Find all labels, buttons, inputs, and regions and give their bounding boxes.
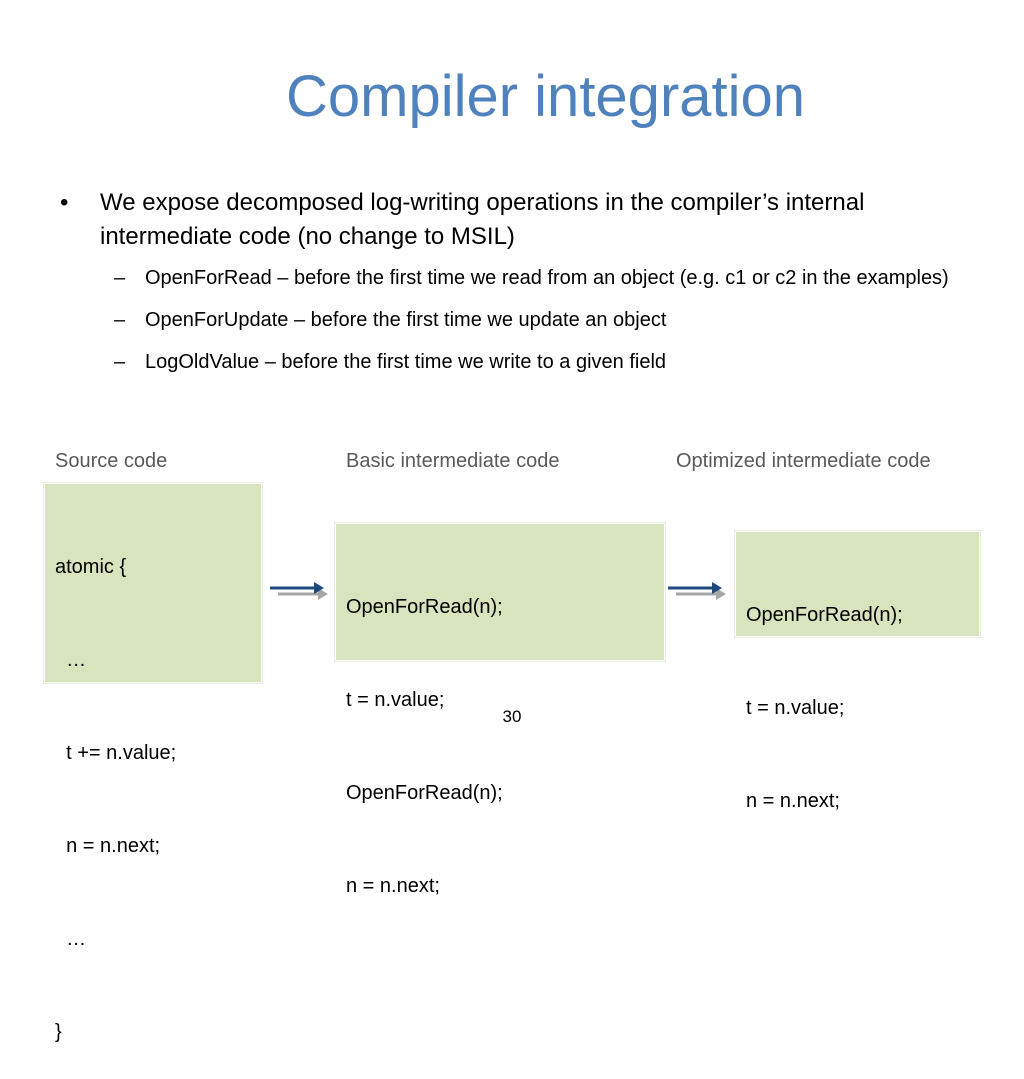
code-line: n = n.next; <box>346 875 440 897</box>
code-line: t = n.value; <box>746 697 845 719</box>
code-line: … <box>55 928 87 950</box>
code-line: … <box>55 649 87 671</box>
code-line: OpenForRead(n); <box>346 596 503 618</box>
arrow-back-head <box>318 588 328 600</box>
code-line: n = n.next; <box>746 790 840 812</box>
arrow-right-icon <box>270 582 328 600</box>
sub-bullet-text: OpenForUpdate – before the first time we… <box>145 309 667 331</box>
slide-title: Compiler integration <box>286 64 806 129</box>
code-line: n = n.next; <box>55 835 161 857</box>
basic-intermediate-code-label: Basic intermediate code <box>346 450 560 472</box>
arrow-back-head <box>716 588 726 600</box>
code-line: atomic { <box>55 556 127 578</box>
optimized-intermediate-code-box: OpenForRead(n); t = n.value; n = n.next; <box>735 531 980 812</box>
arrow-right-icon <box>668 582 726 600</box>
sub-bullet-text: LogOldValue – before the first time we w… <box>145 351 667 373</box>
arrow-front-head <box>314 582 324 594</box>
code-line: OpenForRead(n); <box>346 782 503 804</box>
code-line: } <box>55 1021 62 1043</box>
bullet-marker: • <box>60 189 69 216</box>
sub-bullet-open-for-read: – OpenForRead – before the first time we… <box>56 264 955 293</box>
code-line: t += n.value; <box>55 742 177 764</box>
code-line: t = n.value; <box>346 689 445 711</box>
sub-bullet-text: OpenForRead – before the first time we r… <box>145 267 949 289</box>
sub-bullet-log-old-value: – LogOldValue – before the first time we… <box>56 348 955 377</box>
sub-bullet-marker: – <box>114 267 126 289</box>
page-number: 30 <box>502 707 522 726</box>
sub-bullet-open-for-update: – OpenForUpdate – before the first time … <box>56 306 955 335</box>
code-line: OpenForRead(n); <box>746 604 903 626</box>
source-code-label: Source code <box>55 450 168 472</box>
optimized-intermediate-code-label: Optimized intermediate code <box>676 450 931 472</box>
bullet-main: • We expose decomposed log-writing opera… <box>56 186 976 254</box>
sub-bullet-marker: – <box>114 351 126 373</box>
sub-bullet-list: – OpenForRead – before the first time we… <box>56 264 976 377</box>
source-code-box: atomic { … t += n.value; n = n.next; … } <box>44 483 262 1043</box>
basic-intermediate-code-box: OpenForRead(n); t = n.value; OpenForRead… <box>335 523 665 897</box>
arrow-front-head <box>712 582 722 594</box>
sub-bullet-marker: – <box>114 309 126 331</box>
bullet-list: • We expose decomposed log-writing opera… <box>56 186 976 390</box>
bullet-main-text: We expose decomposed log-writing operati… <box>100 189 865 250</box>
